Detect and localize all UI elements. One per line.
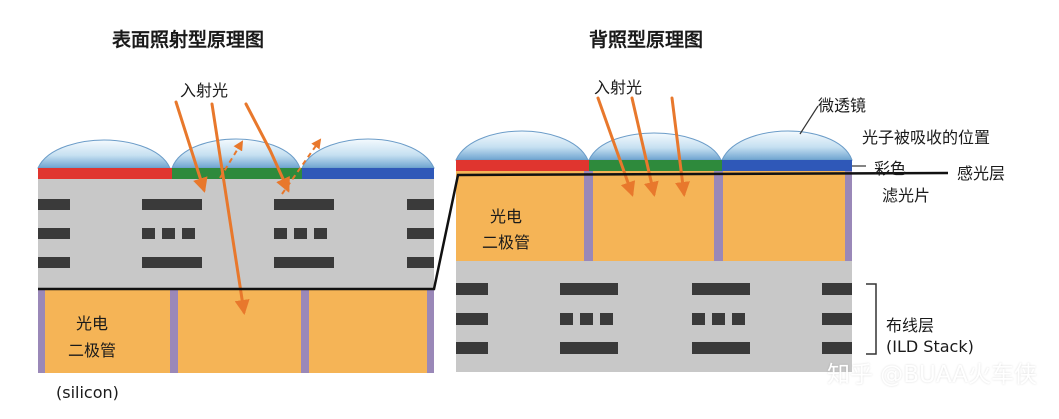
front-wiring-layer [38,179,434,289]
wiring-layer-label: 布线层 [886,316,935,335]
back-photodiode-label-2: 二极管 [482,233,531,252]
back-pixel-separators [584,171,852,261]
front-side-title: 表面照射型原理图 [112,29,265,51]
back-metal-wires [456,283,852,354]
back-light-arrows [596,96,690,197]
microlens-leader-line [799,105,819,135]
color-filter-label-2: 滤光片 [882,186,931,205]
absorption-position-label: 光子被吸收的位置 [862,128,991,147]
front-side-sensor [37,100,435,373]
color-filter-label-1: 彩色 [874,159,907,178]
back-side-title: 背照型原理图 [589,29,704,51]
back-filter-green [589,160,722,171]
microlens-label: 微透镜 [818,96,867,115]
front-microlens-3 [301,138,435,169]
front-metal-wires [38,199,434,268]
wiring-layer-bracket [866,283,877,355]
photosensitive-layer-line [38,171,949,291]
back-microlens-3 [721,130,853,161]
front-reflected-light [219,138,322,195]
front-light-arrows [174,100,290,315]
front-incident-light-label: 入射光 [180,81,229,100]
front-microlens-1 [37,139,171,169]
ild-stack-label: (ILD Stack) [886,337,974,356]
front-filter-red [38,168,172,179]
back-photodiode-label-1: 光电 [490,207,523,226]
substrate-label: (silicon) [56,383,119,402]
back-microlens-1 [455,130,589,161]
back-side-sensor [455,96,877,372]
watermark-text: 知乎 @BUAA火车侠 [826,362,1037,388]
front-photodiode-label-2: 二极管 [68,341,117,360]
front-filter-blue [302,168,434,179]
front-pixel-separators [38,289,434,373]
front-photodiode-label-1: 光电 [76,314,109,333]
back-wiring-layer [456,261,852,372]
front-filter-green [172,168,302,179]
back-filter-blue [722,160,852,171]
back-filter-red [456,160,589,171]
back-microlens-2 [588,132,722,161]
back-incident-light-label: 入射光 [594,78,643,97]
photosensitive-layer-label: 感光层 [957,164,1006,183]
